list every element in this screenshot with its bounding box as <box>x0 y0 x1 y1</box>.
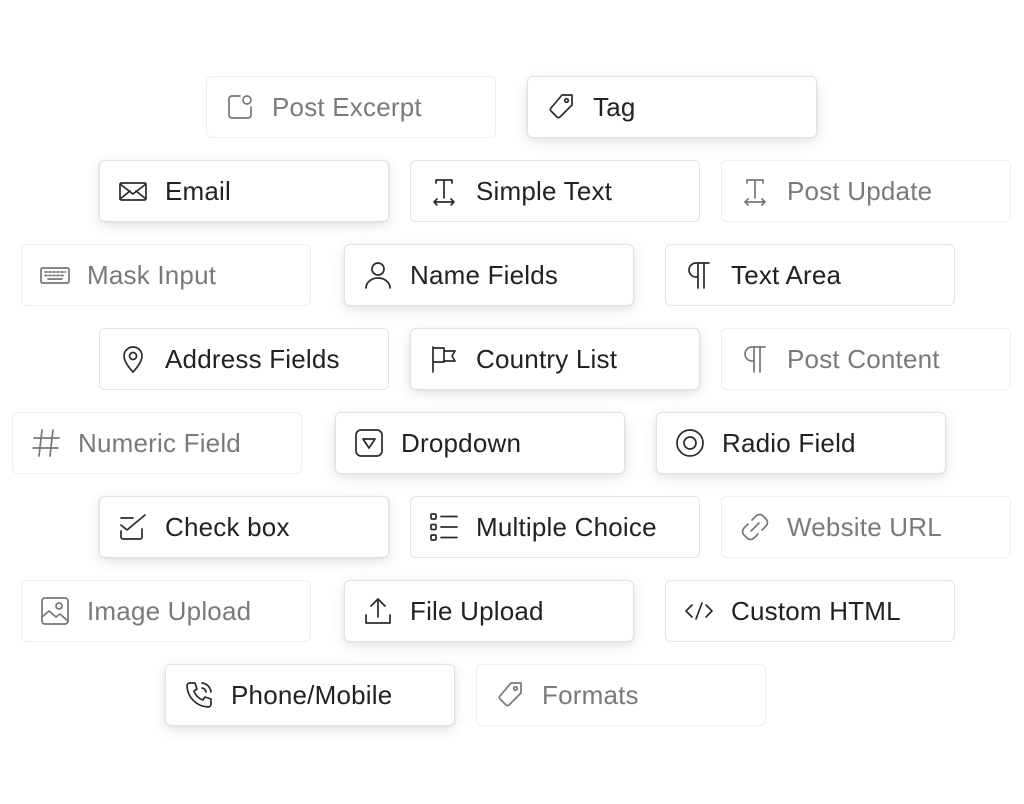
field-label: Simple Text <box>476 175 613 206</box>
field-chip-formats[interactable]: Formats <box>476 664 766 726</box>
field-chip-address-fields[interactable]: Address Fields <box>99 328 389 390</box>
field-chip-custom-html[interactable]: Custom HTML <box>665 580 955 642</box>
image-icon <box>38 594 72 628</box>
field-label: Check box <box>165 511 290 542</box>
field-label: Multiple Choice <box>476 511 657 542</box>
checkbox-icon <box>116 510 150 544</box>
tag-icon <box>544 90 578 124</box>
field-chip-text-area[interactable]: Text Area <box>665 244 955 306</box>
map-pin-icon <box>116 342 150 376</box>
phone-icon <box>182 678 216 712</box>
field-chip-email[interactable]: Email <box>99 160 389 222</box>
field-chip-name-fields[interactable]: Name Fields <box>344 244 634 306</box>
upload-icon <box>361 594 395 628</box>
post-excerpt-icon <box>223 90 257 124</box>
field-chip-post-excerpt[interactable]: Post Excerpt <box>206 76 496 138</box>
field-label: Mask Input <box>87 259 217 290</box>
field-chip-post-update[interactable]: Post Update <box>721 160 1011 222</box>
envelope-icon <box>116 174 150 208</box>
field-label: Post Update <box>787 175 933 206</box>
code-icon <box>682 594 716 628</box>
field-label: Image Upload <box>87 595 252 626</box>
field-chip-check-box[interactable]: Check box <box>99 496 389 558</box>
field-chip-image-upload[interactable]: Image Upload <box>21 580 311 642</box>
text-cursor-icon <box>427 174 461 208</box>
field-label: Post Content <box>787 343 940 374</box>
hash-icon <box>29 426 63 460</box>
field-chip-mask-input[interactable]: Mask Input <box>21 244 311 306</box>
field-label: Post Excerpt <box>272 91 422 122</box>
radio-icon <box>673 426 707 460</box>
field-chip-file-upload[interactable]: File Upload <box>344 580 634 642</box>
field-label: Tag <box>593 91 636 122</box>
flag-icon <box>427 342 461 376</box>
field-label: Dropdown <box>401 427 522 458</box>
field-chip-website-url[interactable]: Website URL <box>721 496 1011 558</box>
field-label: Email <box>165 175 232 206</box>
field-label: File Upload <box>410 595 544 626</box>
paragraph-icon <box>682 258 716 292</box>
field-label: Address Fields <box>165 343 340 374</box>
tag-icon <box>493 678 527 712</box>
dropdown-icon <box>352 426 386 460</box>
field-chip-radio-field[interactable]: Radio Field <box>656 412 946 474</box>
paragraph-icon <box>738 342 772 376</box>
field-label: Website URL <box>787 511 942 542</box>
text-cursor-icon <box>738 174 772 208</box>
field-label: Numeric Field <box>78 427 241 458</box>
field-label: Formats <box>542 679 639 710</box>
field-chip-country-list[interactable]: Country List <box>410 328 700 390</box>
list-icon <box>427 510 461 544</box>
field-label: Phone/Mobile <box>231 679 393 710</box>
keyboard-icon <box>38 258 72 292</box>
field-label: Country List <box>476 343 618 374</box>
field-label: Custom HTML <box>731 595 901 626</box>
field-label: Name Fields <box>410 259 559 290</box>
field-chip-post-content[interactable]: Post Content <box>721 328 1011 390</box>
user-icon <box>361 258 395 292</box>
field-chip-simple-text[interactable]: Simple Text <box>410 160 700 222</box>
field-label: Radio Field <box>722 427 856 458</box>
field-chip-multiple-choice[interactable]: Multiple Choice <box>410 496 700 558</box>
field-label: Text Area <box>731 259 842 290</box>
link-icon <box>738 510 772 544</box>
field-chip-tag[interactable]: Tag <box>527 76 817 138</box>
field-chip-dropdown[interactable]: Dropdown <box>335 412 625 474</box>
field-chip-phone-mobile[interactable]: Phone/Mobile <box>165 664 455 726</box>
field-chip-numeric-field[interactable]: Numeric Field <box>12 412 302 474</box>
